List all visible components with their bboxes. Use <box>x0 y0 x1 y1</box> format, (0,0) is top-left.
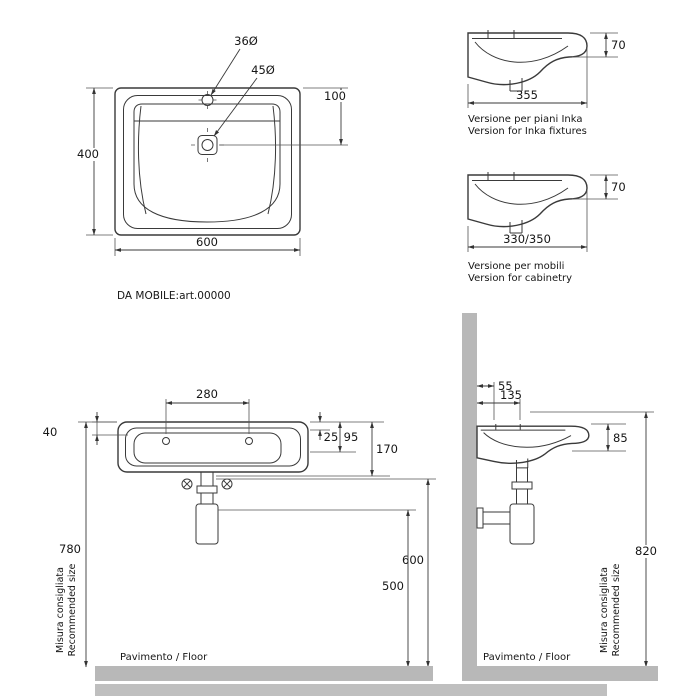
dim-25-label: 25 <box>324 430 339 444</box>
dim-500-label: 500 <box>382 579 404 593</box>
floor-bar <box>95 666 433 681</box>
basin-bowl <box>133 103 281 223</box>
edge-height-label: 70 <box>611 38 626 52</box>
basin-front-bowl <box>133 432 282 464</box>
extension-line <box>572 174 618 200</box>
edge-height-label: 70 <box>611 180 626 194</box>
wall-outlet-pipe <box>483 511 510 525</box>
faucet-diameter-label: 36Ø <box>234 34 258 48</box>
note-english: Recommended size <box>611 563 622 656</box>
hole-offset-label: 100 <box>324 89 346 103</box>
rim-height-label: 780 <box>59 542 81 556</box>
basin-front-rim <box>125 427 301 467</box>
dim-95-label: 95 <box>344 430 359 444</box>
faucet-hole <box>198 91 217 109</box>
article-code-label: DA MOBILE:art.00000 <box>117 290 231 302</box>
label-backing <box>74 148 102 161</box>
extension-line <box>92 421 128 436</box>
label-backing <box>630 545 662 558</box>
dim-600-label: 600 <box>402 553 424 567</box>
drain-hole <box>191 128 224 162</box>
leader-line-drain <box>213 77 258 137</box>
basin-side-profile <box>467 171 588 234</box>
rim-lip-label: 40 <box>43 425 58 439</box>
floor-label: Pavimento / Floor <box>120 652 208 663</box>
label-backing <box>321 90 349 102</box>
basin-front-outline <box>117 421 309 473</box>
extension-line <box>165 399 250 434</box>
dim-820-label: 820 <box>635 544 657 558</box>
floor-label: Pavimento / Floor <box>483 652 571 663</box>
plan-view: 36Ø 45Ø 100 400 600 DA MOBILE:art.00000 <box>74 34 349 302</box>
bottle-trap <box>509 503 535 545</box>
side-view-inka: 70 355 Versione per piani Inka Version f… <box>467 29 626 137</box>
note-italian: Misura consigliata <box>599 567 610 653</box>
install-side-view: 55 135 85 820 Misura consigliata Recomme… <box>462 313 662 681</box>
basin-depth-label: 400 <box>77 147 99 161</box>
trap-nut <box>196 485 218 494</box>
extension-line <box>114 238 301 256</box>
caption-italian: Versione per mobili <box>468 261 564 272</box>
base-bar <box>95 684 607 696</box>
supply-valve-symbols <box>181 478 233 490</box>
side-view-cabinet: 70 330/350 Versione per mobili Version f… <box>467 171 626 284</box>
basin-rim <box>123 95 292 229</box>
note-english: Recommended size <box>67 563 78 656</box>
tap-spacing-label: 280 <box>196 387 218 401</box>
dim-135-label: 135 <box>500 388 522 402</box>
drain-diameter-label: 45Ø <box>251 63 275 77</box>
bowl-side-lines <box>137 105 277 215</box>
install-front-view: 280 40 25 95 170 780 600 500 <box>43 387 436 681</box>
caption-english: Version for Inka fixtures <box>468 126 587 137</box>
dim-85-label: 85 <box>613 431 628 445</box>
basin-side-profile <box>467 29 588 92</box>
fixing-hole-left <box>162 437 170 445</box>
label-backing <box>54 543 85 556</box>
depth-label: 330/350 <box>503 232 551 246</box>
basin-outer-edge <box>114 87 301 236</box>
caption-english: Version for cabinetry <box>468 273 572 284</box>
basin-width-label: 600 <box>196 235 218 249</box>
leader-line-faucet <box>210 48 241 96</box>
recommended-size-note-left: Misura consigliata Recommended size <box>55 563 78 656</box>
extension-line <box>86 87 113 236</box>
depth-label: 355 <box>516 88 538 102</box>
extension-line <box>216 421 390 477</box>
wall-outlet-flange <box>476 507 484 529</box>
bottle-trap <box>195 503 219 545</box>
floor-bar <box>462 666 658 681</box>
trap-nut <box>511 481 533 490</box>
dim-55-label: 55 <box>498 379 513 393</box>
recommended-size-note-right: Misura consigliata Recommended size <box>599 563 622 656</box>
dim-170-label: 170 <box>376 442 398 456</box>
wall-bar <box>462 313 477 667</box>
note-italian: Misura consigliata <box>55 567 66 653</box>
extension-line <box>572 32 618 58</box>
caption-italian: Versione per piani Inka <box>468 114 582 125</box>
basin-side-profile <box>476 423 590 469</box>
fixing-hole-right <box>245 437 253 445</box>
